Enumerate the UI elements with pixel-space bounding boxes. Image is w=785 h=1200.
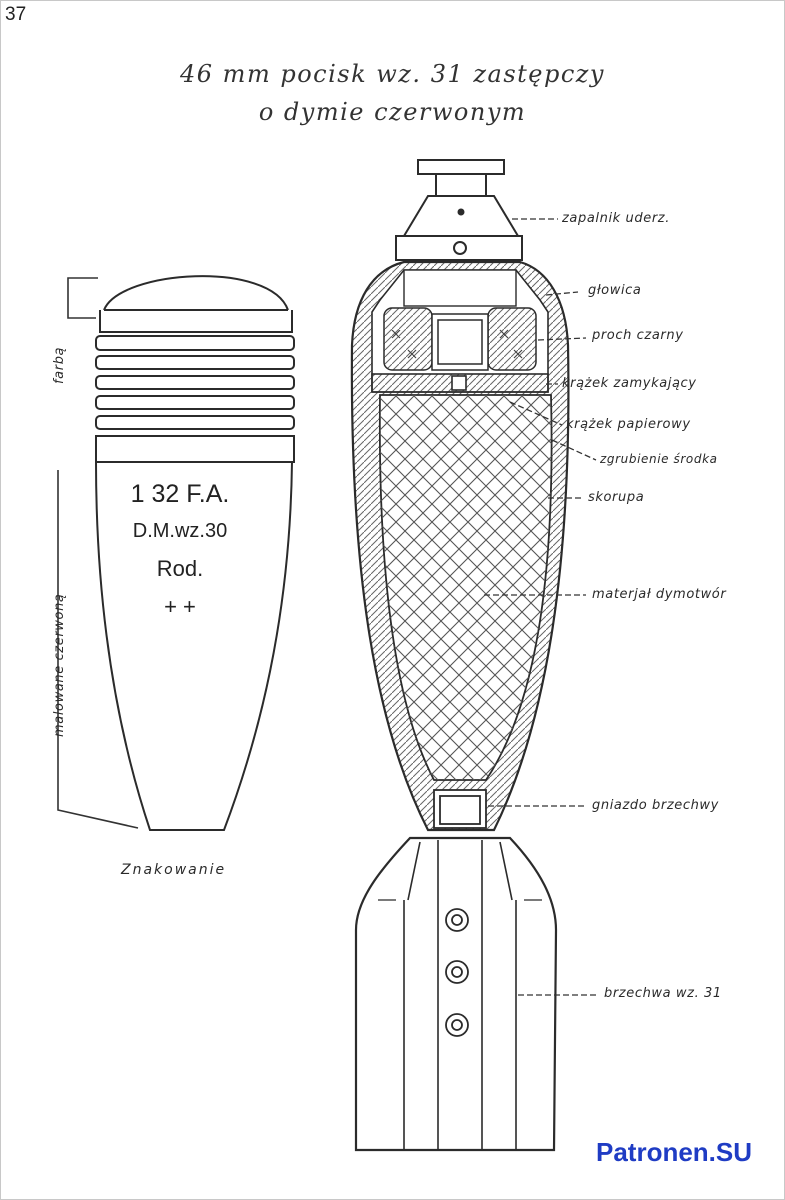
- label-smoke-material: materjał dymotwór: [592, 587, 727, 602]
- label-tail: brzechwa wz. 31: [604, 986, 722, 1001]
- marking-line-3: Rod.: [156, 556, 204, 581]
- label-closing-disc: krążek zamykający: [562, 376, 697, 391]
- label-paper-disc: krążek papierowy: [566, 417, 691, 432]
- label-shell: skorupa: [588, 490, 645, 505]
- marking-line-2: D.M.wz.30: [132, 520, 228, 542]
- diagram-title-line-1: 46 mm pocisk wz. 31 zastępczy: [180, 60, 605, 88]
- callout-leaders: [484, 218, 598, 996]
- closing-disc-drawing: [371, 373, 549, 393]
- black-powder-charge: [383, 307, 537, 371]
- label-tail-socket: gniazdo brzechwy: [592, 798, 719, 813]
- paint-note-part-b: farbą: [52, 346, 67, 384]
- label-thickening: zgrubienie środka: [600, 452, 718, 466]
- fuze-drawing: [395, 159, 523, 261]
- paint-note-part-a: malowane czerwoną: [52, 593, 67, 737]
- tail-rivets: [445, 908, 469, 1037]
- label-fuze: zapalnik uderz.: [562, 211, 670, 226]
- tail-socket-drawing: [433, 789, 487, 829]
- watermark: Patronen.SU: [596, 1137, 753, 1167]
- label-black-powder: proch czarny: [592, 328, 684, 343]
- marking-bracket: [57, 277, 139, 829]
- tail-fin-drawing: [354, 836, 558, 1152]
- page-number: 37: [5, 4, 27, 25]
- marking-line-1: 1 32 F.A.: [130, 480, 230, 508]
- marking-view-shell: [95, 275, 295, 831]
- label-head: głowica: [588, 283, 642, 298]
- diagram-title-line-2: o dymie czerwonym: [258, 98, 527, 126]
- marking-line-4: + +: [164, 594, 196, 619]
- marking-caption: Znakowanie: [121, 862, 227, 878]
